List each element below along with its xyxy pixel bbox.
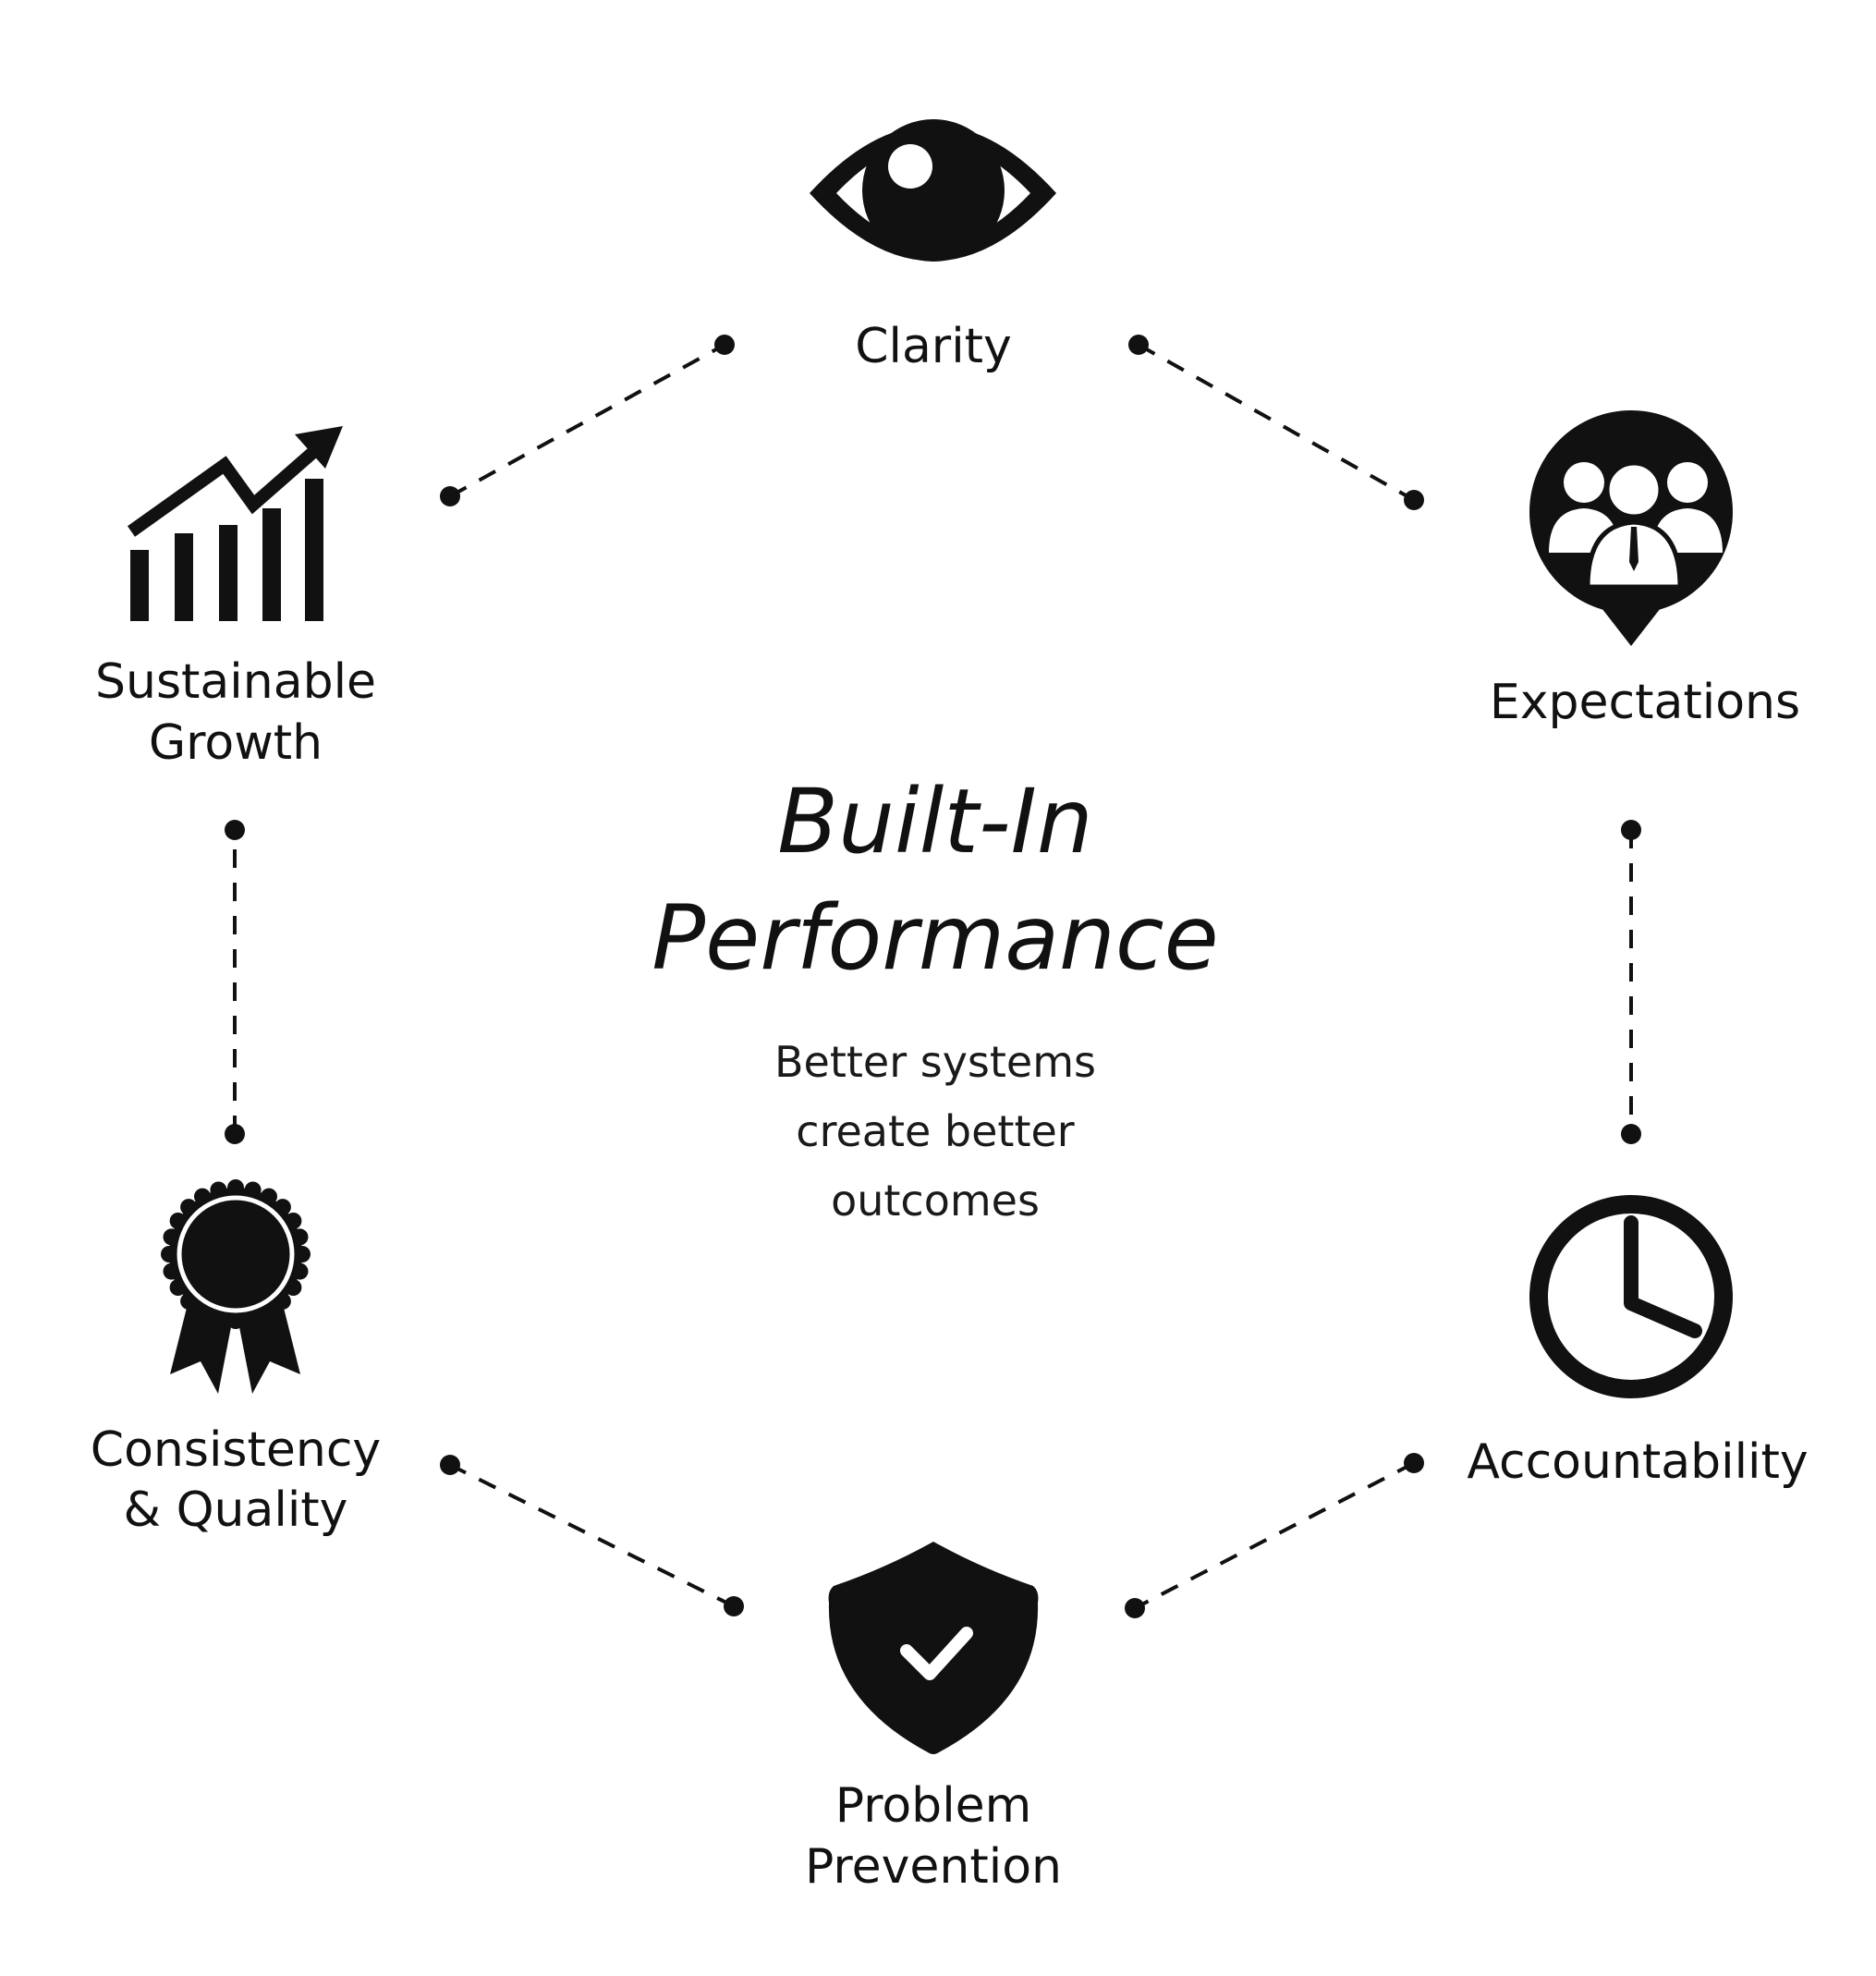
expectations-label: Expectations bbox=[1490, 675, 1800, 730]
seal-scallop bbox=[169, 1213, 187, 1229]
center-block: Built-In Performance Better systems crea… bbox=[652, 770, 1218, 1226]
seal-scallop bbox=[274, 1199, 291, 1216]
problem-prevention-label-line1: Problem bbox=[835, 1778, 1032, 1834]
seal-scallop bbox=[227, 1179, 244, 1196]
seal-scallops bbox=[161, 1179, 311, 1329]
connectors bbox=[225, 335, 1641, 1618]
seal-scallop bbox=[163, 1262, 180, 1280]
connector-growth-clarity bbox=[440, 335, 735, 506]
sustainable-growth-label-line1: Sustainable bbox=[95, 654, 376, 710]
seal-scallop bbox=[291, 1228, 309, 1246]
consistency-label-line1: Consistency bbox=[91, 1422, 381, 1478]
seal-scallop bbox=[285, 1213, 302, 1229]
seal-scallop bbox=[261, 1188, 277, 1205]
award-ribbon-icon bbox=[161, 1179, 311, 1394]
connector-expectations-accountability bbox=[1621, 820, 1641, 1144]
node-sustainable-growth: Sustainable Growth bbox=[95, 426, 376, 771]
accountability-label: Accountability bbox=[1467, 1434, 1808, 1490]
seal-scallop bbox=[210, 1310, 227, 1327]
seal-scallop bbox=[291, 1262, 309, 1280]
connector-consistency-growth bbox=[225, 820, 245, 1144]
seal-scallop bbox=[285, 1279, 302, 1296]
problem-prevention-label-line2: Prevention bbox=[805, 1839, 1062, 1895]
seal-scallop bbox=[161, 1246, 177, 1262]
title-line2: Performance bbox=[652, 886, 1218, 990]
team-pin-icon bbox=[1529, 410, 1733, 646]
seal-scallop bbox=[194, 1188, 211, 1205]
consistency-label-line2: & Quality bbox=[124, 1482, 348, 1538]
seal-scallop bbox=[274, 1292, 291, 1310]
eye-icon bbox=[810, 119, 1056, 262]
seal-scallop bbox=[194, 1303, 211, 1321]
node-expectations: Expectations bbox=[1490, 410, 1800, 730]
sustainable-growth-label-line2: Growth bbox=[149, 715, 323, 771]
connector-accountability-prevention bbox=[1125, 1453, 1424, 1618]
growth-chart-icon bbox=[127, 426, 343, 621]
seal-scallop bbox=[227, 1312, 244, 1329]
subtitle-line3: outcomes bbox=[831, 1176, 1040, 1226]
seal-scallop bbox=[294, 1246, 311, 1262]
connector-clarity-expectations bbox=[1128, 335, 1424, 510]
node-clarity: Clarity bbox=[810, 119, 1056, 374]
seal-scallop bbox=[180, 1199, 198, 1216]
seal-scallop bbox=[244, 1310, 262, 1327]
title-line1: Built-In bbox=[777, 770, 1092, 873]
seal-scallop bbox=[180, 1292, 198, 1310]
seal-scallop bbox=[261, 1303, 277, 1321]
shield-check-icon bbox=[828, 1542, 1039, 1754]
seal-scallop bbox=[210, 1181, 227, 1199]
seal-scallop bbox=[244, 1181, 262, 1199]
node-problem-prevention: Problem Prevention bbox=[805, 1542, 1062, 1895]
node-accountability: Accountability bbox=[1467, 1195, 1809, 1490]
clock-icon bbox=[1529, 1195, 1733, 1398]
node-consistency-quality: Consistency & Quality bbox=[91, 1179, 381, 1538]
subtitle-line1: Better systems bbox=[774, 1037, 1096, 1087]
connector-prevention-consistency bbox=[440, 1455, 744, 1616]
subtitle-line2: create better bbox=[796, 1106, 1075, 1156]
clarity-label: Clarity bbox=[855, 319, 1012, 374]
seal-scallop bbox=[163, 1228, 180, 1246]
seal-scallop bbox=[169, 1279, 187, 1296]
